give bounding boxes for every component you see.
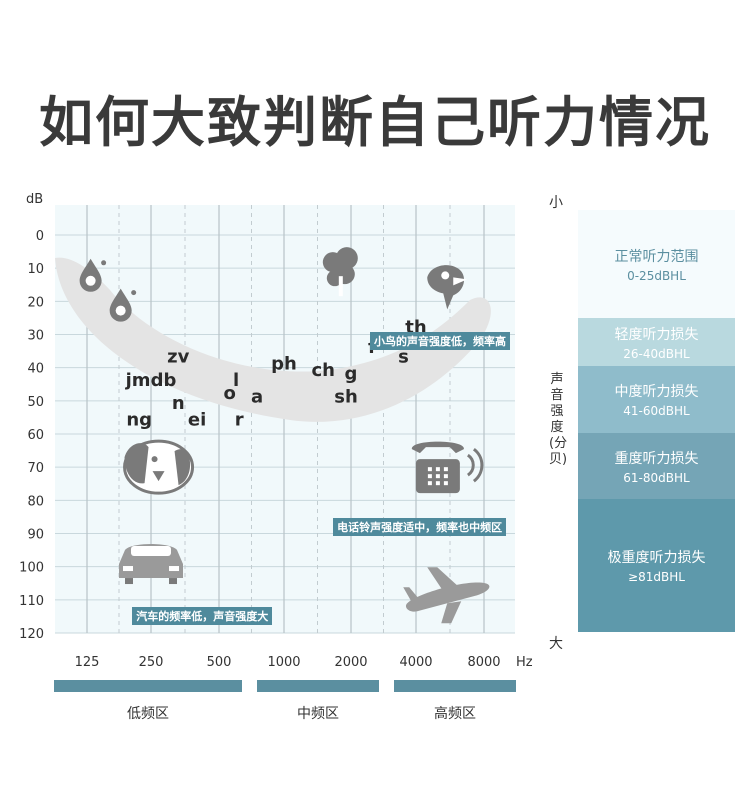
hearing-level-normal: 正常听力范围 0-25dBHL <box>578 210 735 318</box>
hearing-level-label: 极重度听力损失 <box>607 550 706 566</box>
band-label-high: 高频区 <box>434 706 476 722</box>
speech-sound-label: o <box>223 383 235 404</box>
x-axis-unit-label: Hz <box>516 655 533 670</box>
speech-sound-label: l <box>233 370 239 391</box>
y-tick-label: 20 <box>27 295 44 310</box>
tree-leaves-icon <box>322 247 358 297</box>
y-tick-label: 80 <box>27 494 44 509</box>
hearing-level-range: 0-25dBHL <box>627 268 686 283</box>
x-tick-label: 8000 <box>467 655 500 670</box>
right-axis-title: 声音强度(分贝) <box>549 372 568 467</box>
hearing-level-label: 中度听力损失 <box>614 384 699 400</box>
dripping-water-icon <box>79 258 107 292</box>
y-tick-label: 30 <box>27 329 44 344</box>
dripping-water-icon <box>109 288 137 322</box>
hearing-level-label: 轻度听力损失 <box>614 326 699 343</box>
y-tick-label: 50 <box>27 395 44 410</box>
hearing-level-moderate: 中度听力损失 41-60dBHL <box>578 366 735 433</box>
hearing-level-range: ≥81dBHL <box>628 570 685 584</box>
dog-icon <box>123 439 195 495</box>
speech-sound-label: ch <box>311 360 334 381</box>
hearing-level-range: 61-80dBHL <box>623 470 690 485</box>
chart-annotation: 电话铃声强度适中，频率也中频区 <box>333 517 507 536</box>
speech-sound-label: g <box>345 363 358 384</box>
x-tick-label: 1000 <box>267 655 300 670</box>
speech-sound-label: a <box>251 387 263 408</box>
y-tick-label: 120 <box>19 627 44 642</box>
y-tick-label: 70 <box>27 461 44 476</box>
band-label-low: 低频区 <box>127 706 169 722</box>
y-tick-label: 110 <box>19 594 44 609</box>
band-bar-high <box>394 680 516 692</box>
hearing-level-label: 重度听力损失 <box>614 450 699 467</box>
hearing-level-mild: 轻度听力损失 26-40dBHL <box>578 318 735 366</box>
airplane-icon <box>403 567 490 624</box>
bird-icon <box>427 265 468 310</box>
speech-sound-label: sh <box>334 387 358 408</box>
page-title: 如何大致判断自己听力情况 <box>39 91 711 154</box>
chart-annotation: 汽车的频率低，声音强度大 <box>132 607 273 626</box>
band-bar-low <box>54 680 242 692</box>
hearing-level-severe: 重度听力损失 61-80dBHL <box>578 433 735 499</box>
car-icon <box>119 544 183 585</box>
y-tick-label: 10 <box>27 262 44 277</box>
hearing-level-range: 26-40dBHL <box>623 346 690 361</box>
right-axis-bottom-label: 大 <box>549 636 563 652</box>
chart-annotation: 小鸟的声音强度低，频率高 <box>370 332 510 351</box>
y-tick-label: 90 <box>27 528 44 543</box>
x-tick-label: 250 <box>139 655 164 670</box>
y-tick-label: 0 <box>36 229 44 244</box>
y-tick-label: 100 <box>19 561 44 576</box>
speech-sound-label: s <box>398 347 409 368</box>
speech-banana <box>55 257 491 422</box>
speech-sound-label: zv <box>167 347 189 368</box>
speech-sound-label: r <box>235 410 244 431</box>
right-axis-top-label: 小 <box>549 195 563 211</box>
speech-sound-label: ei <box>188 410 206 431</box>
y-tick-label: 40 <box>27 362 44 377</box>
speech-sound-label: ng <box>126 410 152 431</box>
band-label-mid: 中频区 <box>297 706 339 722</box>
speech-sound-label: ph <box>271 353 297 374</box>
x-tick-label: 2000 <box>334 655 367 670</box>
speech-sound-label: jmdb <box>125 370 177 391</box>
x-tick-label: 125 <box>75 655 100 670</box>
x-tick-label: 500 <box>207 655 232 670</box>
x-tick-label: 4000 <box>399 655 432 670</box>
hearing-level-profound: 极重度听力损失 ≥81dBHL <box>578 499 735 632</box>
hearing-level-range: 41-60dBHL <box>623 404 690 418</box>
hearing-level-label: 正常听力范围 <box>614 248 699 265</box>
y-tick-label: 60 <box>27 428 44 443</box>
y-axis-unit-label: dB <box>26 192 43 207</box>
speech-sound-label: n <box>172 393 185 414</box>
band-bar-mid <box>257 680 379 692</box>
